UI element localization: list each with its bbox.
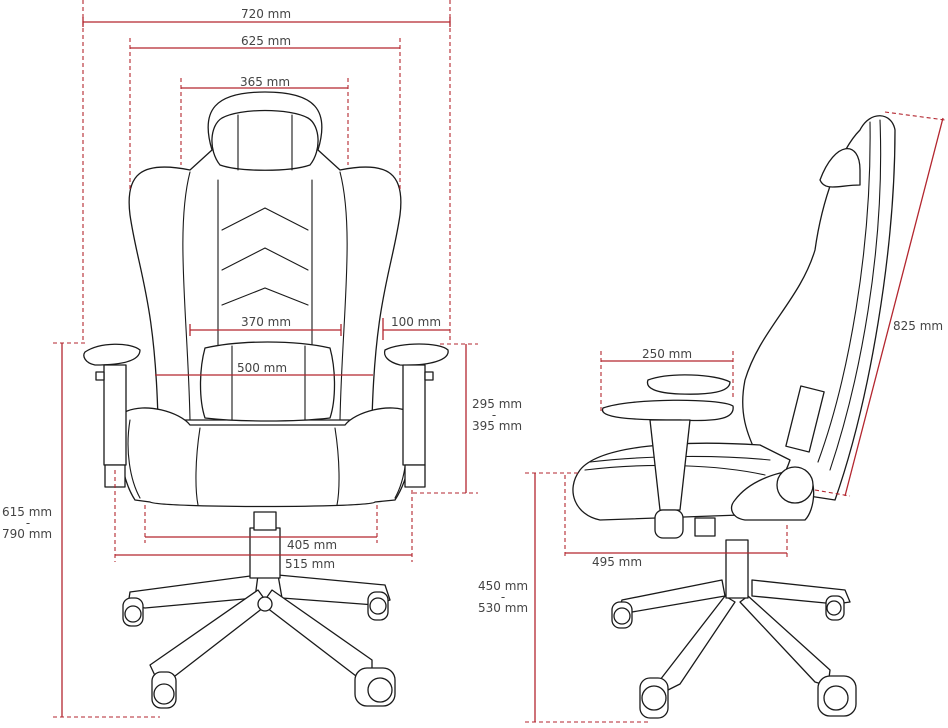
caster-wheel bbox=[825, 595, 845, 621]
front-dimensions: 720 mm 625 mm 365 mm 370 mm 100 mm 500 m… bbox=[2, 0, 522, 718]
seat-cushion bbox=[119, 407, 414, 508]
dim-armrest-floor-max: 790 mm bbox=[2, 527, 52, 541]
dim-inner-back-width: 370 mm bbox=[241, 315, 291, 329]
dim-overall-width: 720 mm bbox=[241, 7, 291, 21]
dim-seat-height-max: 530 mm bbox=[478, 601, 528, 615]
dim-seat-width: 405 mm bbox=[287, 538, 337, 552]
dim-armrest-length: 250 mm bbox=[642, 347, 692, 361]
tilt-logo-icon bbox=[776, 466, 814, 504]
side-dimensions: 250 mm 495 mm 450 mm - 530 mm 825 mm bbox=[478, 111, 946, 723]
lumbar-pillow bbox=[199, 341, 336, 422]
dim-armrest-width: 100 mm bbox=[391, 315, 441, 329]
right-armrest bbox=[383, 343, 449, 488]
side-view-chair bbox=[572, 115, 896, 719]
left-armrest bbox=[83, 343, 141, 488]
dim-seat-depth: 495 mm bbox=[592, 555, 642, 569]
gas-lift bbox=[249, 527, 281, 579]
side-base bbox=[611, 579, 857, 719]
caster-wheel bbox=[354, 667, 396, 707]
dim-lumbar-width: 500 mm bbox=[237, 361, 287, 375]
dim-shoulder-width: 365 mm bbox=[240, 75, 290, 89]
caster-wheel bbox=[611, 601, 633, 629]
caster-wheel bbox=[817, 675, 857, 717]
caster-wheel bbox=[122, 597, 144, 627]
recline-bracket bbox=[785, 385, 825, 453]
dim-seat-height-min: 450 mm bbox=[478, 579, 528, 593]
tilt-knob bbox=[694, 517, 716, 537]
side-armrest bbox=[601, 374, 734, 539]
caster-wheel bbox=[367, 591, 389, 621]
dim-backrest-width: 625 mm bbox=[241, 34, 291, 48]
dim-armrest-floor-min: 615 mm bbox=[2, 505, 52, 519]
dim-armrest-height-min: 295 mm bbox=[472, 397, 522, 411]
dim-backrest-height: 825 mm bbox=[893, 319, 943, 333]
dim-seat-outer-width: 515 mm bbox=[285, 557, 335, 571]
backrest bbox=[128, 91, 402, 421]
caster-wheel bbox=[639, 677, 669, 719]
headrest-pillow bbox=[211, 109, 319, 171]
side-backrest bbox=[742, 115, 896, 501]
front-base bbox=[122, 574, 396, 709]
dim-armrest-height-sep: - bbox=[492, 408, 496, 422]
gas-lift-top bbox=[253, 511, 277, 531]
side-headrest bbox=[819, 148, 861, 188]
front-view-chair bbox=[83, 91, 449, 709]
dim-armrest-height-max: 395 mm bbox=[472, 419, 522, 433]
side-gas-lift bbox=[725, 539, 749, 599]
dim-armrest-floor-sep: - bbox=[26, 516, 30, 530]
caster-wheel bbox=[151, 671, 177, 709]
dim-seat-height-sep: - bbox=[501, 590, 505, 604]
